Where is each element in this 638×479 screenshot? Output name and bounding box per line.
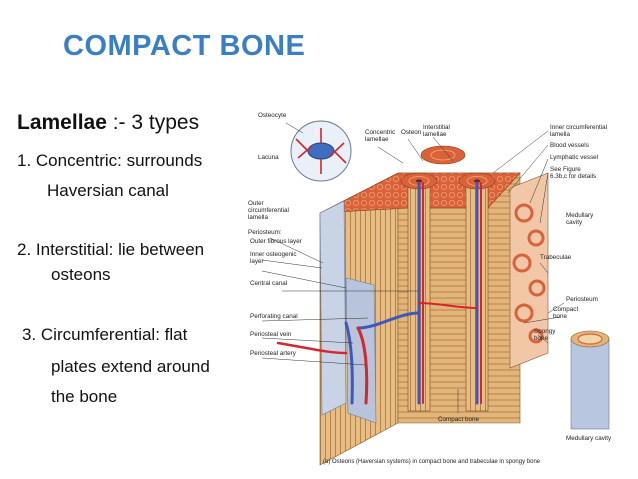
label-lacuna: Lacuna: [258, 154, 279, 161]
label-interstitial-2: lamellae: [423, 131, 447, 138]
label-periosteum-right: Periosteum: [566, 296, 598, 303]
label-see-figure-2: 6.3b,c for details: [550, 173, 596, 180]
label-concentric-2: lamellae: [365, 136, 389, 143]
concentric-line-1: 1. Concentric: surrounds: [17, 151, 203, 170]
figure-caption: (a) Osteons (Haversian systems) in compa…: [323, 459, 541, 465]
bone-cylinder: [570, 330, 610, 430]
compact-bone-diagram: Osteocyte Lacuna Concentric lamellae Ost…: [248, 103, 630, 473]
label-osteocyte: Osteocyte: [258, 112, 287, 119]
label-periosteal-artery: Periosteal artery: [250, 350, 297, 357]
label-outer-circ-3: lamella: [248, 214, 268, 221]
label-concentric-1: Concentric: [365, 129, 395, 136]
label-periosteum-main: Periosteum:: [248, 229, 282, 236]
label-inner-osteogenic-1: Inner osteogenic: [250, 251, 297, 258]
label-osteon: Osteon: [401, 129, 422, 136]
label-medullary-cavity-bottom: Medullary cavity: [566, 435, 612, 442]
label-compact-bone-right-1: Compact: [553, 306, 578, 313]
circumferential-line-2: plates extend around: [51, 357, 210, 376]
blood-vessels: [276, 181, 482, 405]
osteon-cylinders: [400, 145, 496, 412]
circumferential-line-1: 3. Circumferential: flat: [22, 325, 188, 344]
label-compact-bone-right-2: bone: [553, 313, 568, 320]
label-medullary-2: cavity: [566, 219, 583, 226]
lamellae-term: Lamellae: [17, 111, 107, 134]
label-trabeculae: Trabeculae: [540, 254, 572, 261]
label-outer-circ-2: circumferential: [248, 207, 289, 214]
label-spongy-bone-1: Spongy: [534, 328, 556, 335]
interstitial-line-1: 2. Interstitial: lie between: [17, 240, 205, 259]
label-lymphatic-vessel: Lymphatic vessel: [550, 154, 598, 161]
label-inner-circ-2: lamella: [550, 131, 570, 138]
label-outer-circ-1: Outer: [248, 200, 264, 207]
label-blood-vessels: Blood vessels: [550, 142, 589, 149]
label-interstitial-1: Interstitial: [423, 124, 450, 131]
interstitial-line-2: osteons: [51, 265, 111, 284]
label-periosteal-vein: Periosteal vein: [250, 331, 292, 338]
slide-title: COMPACT BONE: [63, 30, 306, 62]
label-inner-osteogenic-2: layer: [250, 258, 264, 265]
lamellae-heading: Lamellae :- 3 types: [17, 111, 199, 135]
label-perforating-canal: Perforating canal: [250, 313, 298, 320]
label-outer-fibrous: Outer fibrous layer: [250, 238, 302, 245]
concentric-line-2: Haversian canal: [47, 181, 169, 200]
lamellae-types: :- 3 types: [106, 111, 200, 134]
label-see-figure-1: See Figure: [550, 166, 581, 173]
label-central-canal: Central canal: [250, 280, 287, 287]
spongy-bone: [509, 172, 549, 369]
label-compact-bone-bottom: Compact bone: [438, 416, 479, 423]
osteocyte-inset: [290, 120, 352, 182]
label-inner-circ-1: Inner circumferential: [550, 124, 607, 131]
diagram-labels: Osteocyte Lacuna Concentric lamellae Ost…: [248, 112, 612, 465]
label-medullary-1: Medullary: [566, 212, 594, 219]
circumferential-line-3: the bone: [51, 387, 118, 406]
label-spongy-bone-2: bone: [534, 335, 549, 342]
